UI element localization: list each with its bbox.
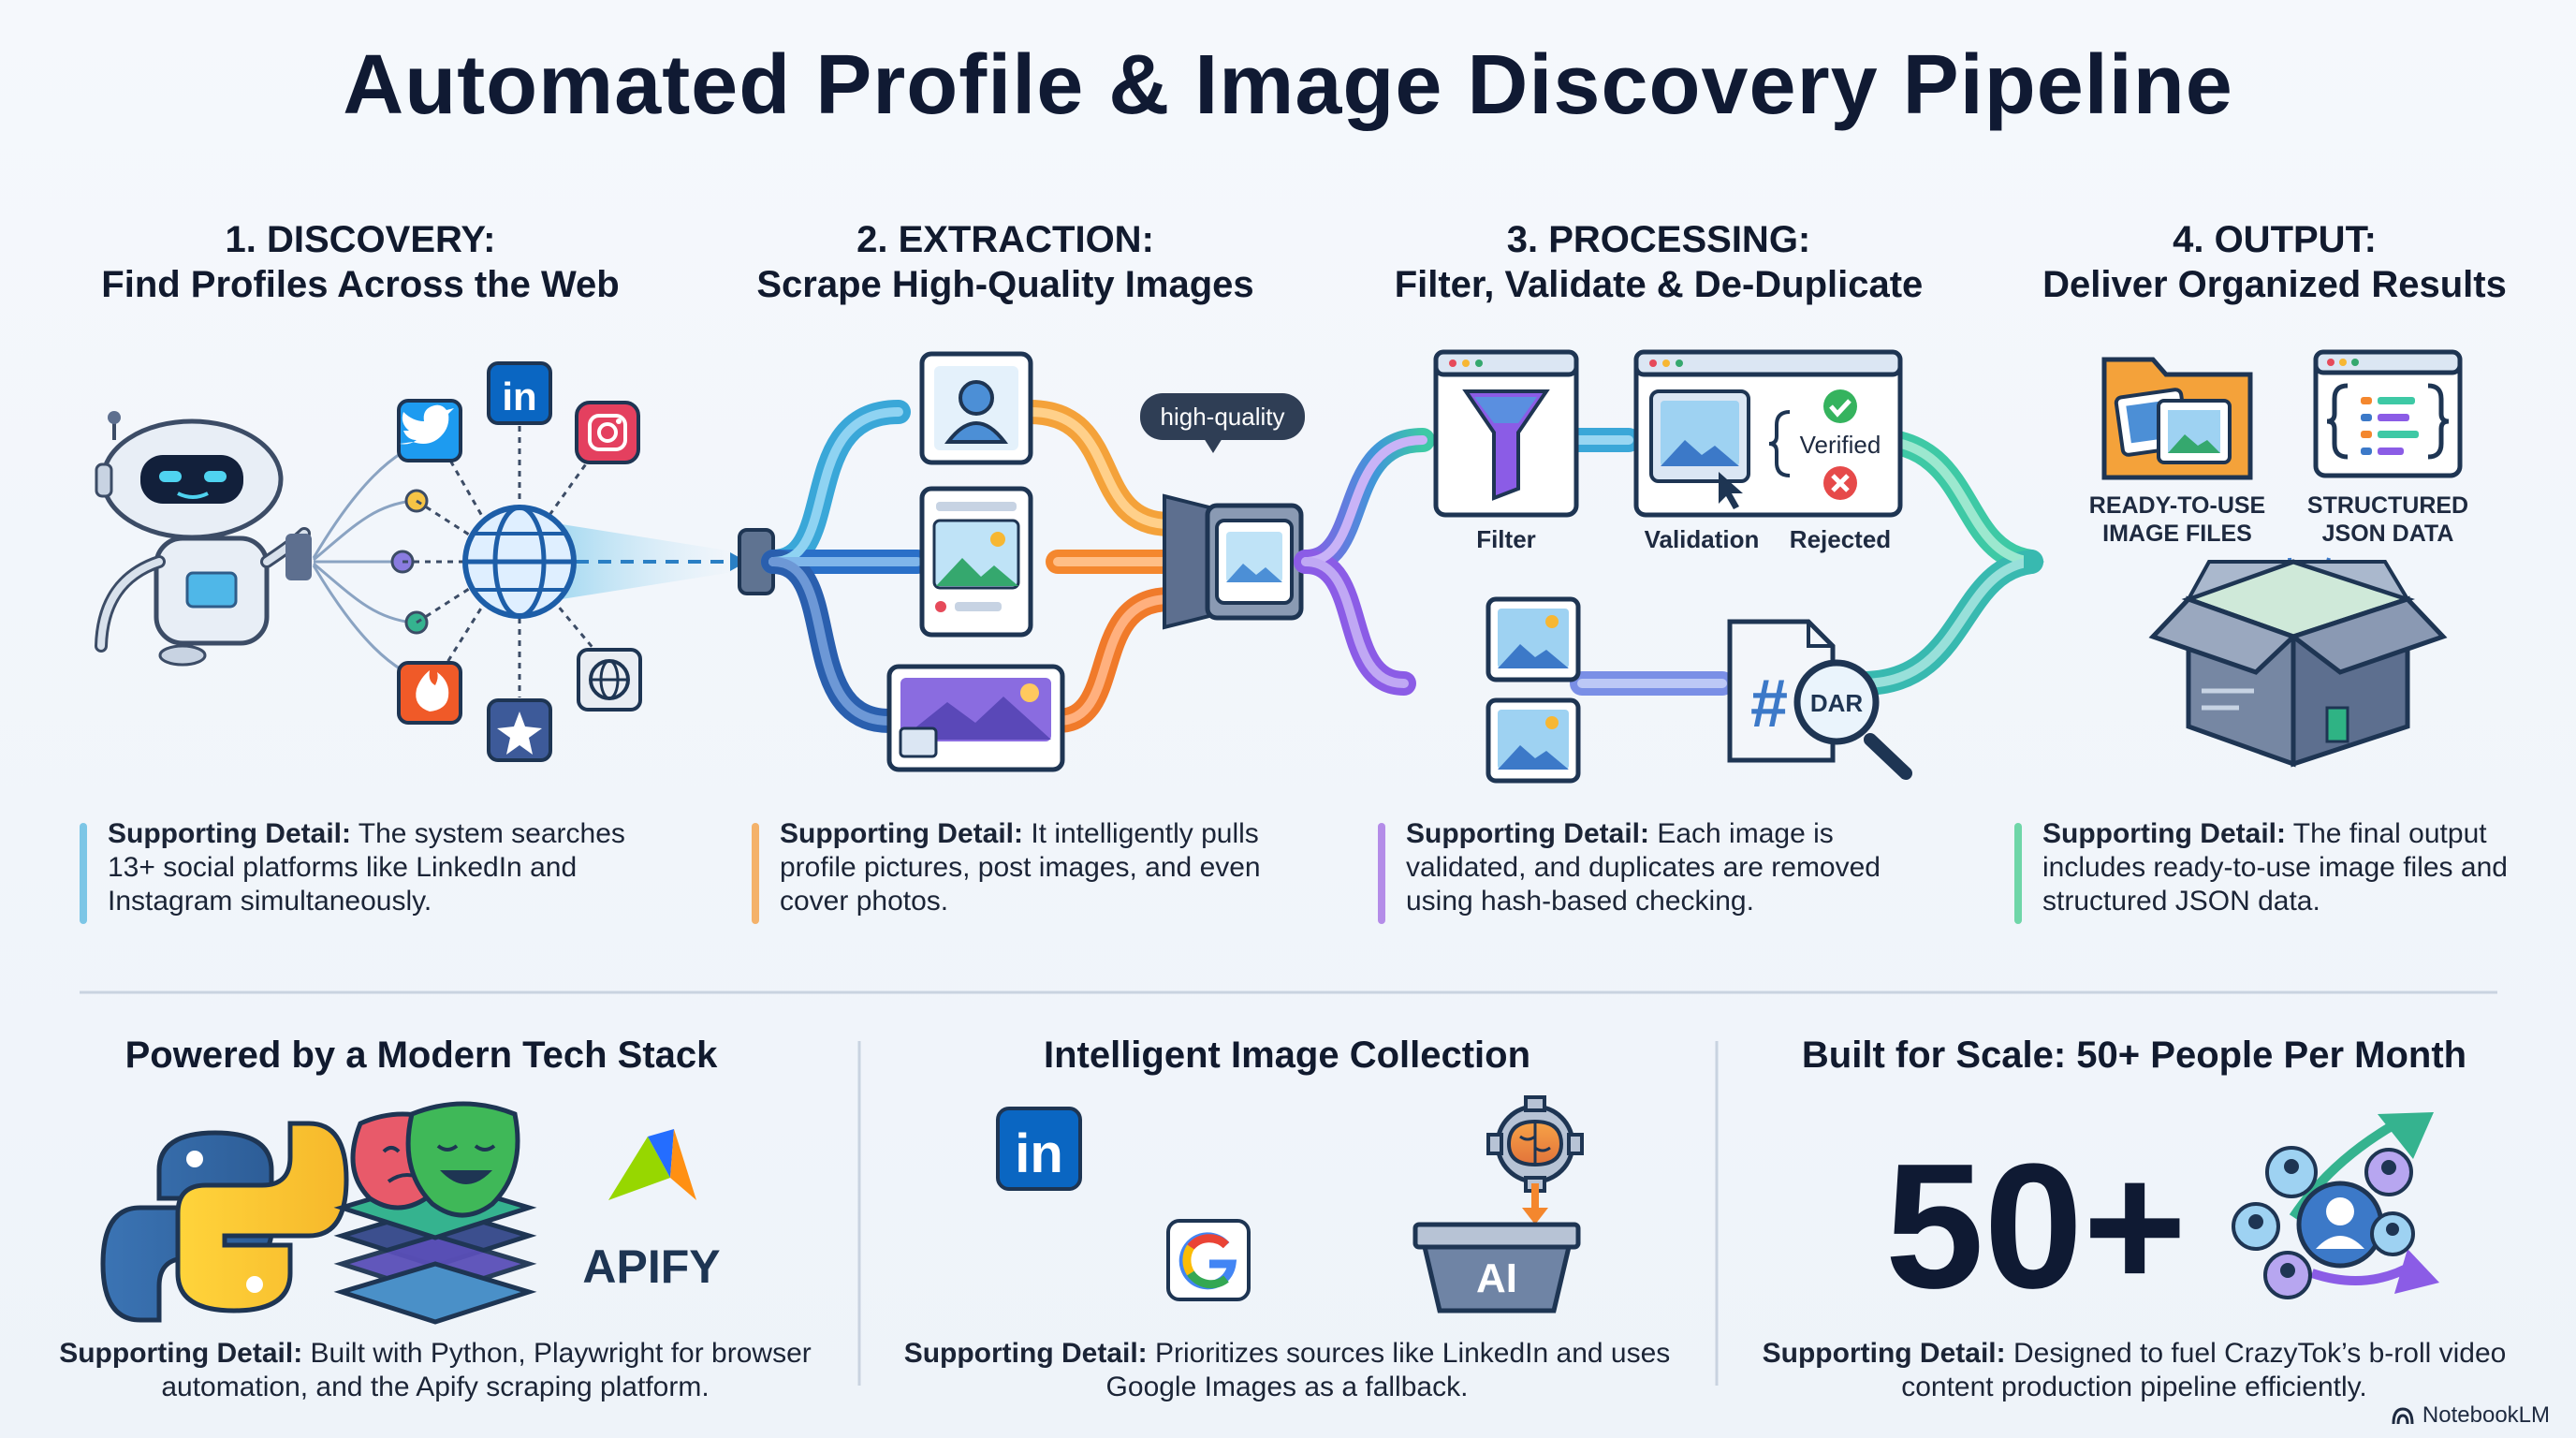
hash-document: #: [1727, 619, 1836, 763]
stage-1-heading: 1. DISCOVERY: Find Profiles Across the W…: [61, 217, 660, 307]
x-icon: [1823, 466, 1857, 500]
high-quality-tag: high-quality: [1140, 393, 1305, 453]
funnel-collector: [1163, 493, 1304, 630]
apify-label: APIFY: [582, 1240, 720, 1293]
magnifier-icon: DAR: [1793, 659, 1912, 780]
stage-3-accent-bar: [1378, 823, 1385, 924]
web-icon: [577, 648, 642, 712]
duplicate-image-1: [1486, 596, 1581, 682]
globe-icon: [462, 505, 577, 619]
stage-3-number-title: 3. PROCESSING:: [1506, 219, 1811, 260]
json-label-2: JSON DATA: [2322, 521, 2454, 547]
scale-detail-label: Supporting Detail:: [1762, 1338, 2006, 1369]
stage-4-subtitle: Deliver Organized Results: [2042, 264, 2507, 305]
hash-symbol: #: [1750, 667, 1788, 741]
robot-icon: [95, 411, 312, 667]
image-collection-detail-text: Prioritizes sources like LinkedIn and us…: [1105, 1338, 1671, 1402]
stage-3-heading: 3. PROCESSING: Filter, Validate & De-Dup…: [1359, 217, 1958, 307]
verified-label: Verified: [1800, 431, 1881, 459]
tech-stack-detail: Supporting Detail: Built with Python, Pl…: [14, 1337, 856, 1404]
people-icon: [2232, 1112, 2439, 1299]
stage-4-detail-label: Supporting Detail:: [2042, 818, 2286, 849]
stage-2-subtitle: Scrape High-Quality Images: [756, 264, 1254, 305]
stage-4-accent-bar: [2014, 823, 2022, 924]
tech-stack-title: Powered by a Modern Tech Stack: [124, 1034, 718, 1076]
brain-gear-icon: [1486, 1095, 1584, 1225]
stage-3-detail-text: Each image is validated, and duplicates …: [1406, 818, 1881, 917]
high-quality-label: high-quality: [1161, 403, 1285, 431]
funnel-icon: [1433, 349, 1579, 518]
stage-2-accent-bar: [752, 823, 759, 924]
stage-1-number-title: 1. DISCOVERY:: [225, 219, 496, 260]
stage-1-accent-bar: [80, 823, 87, 924]
notebooklm-logo-icon: [2392, 1407, 2414, 1425]
image-collection-title: Intelligent Image Collection: [1043, 1034, 1531, 1076]
stage-4-detail-text: The final output includes ready-to-use i…: [2042, 818, 2508, 917]
linkedin-logo-text: in: [1015, 1123, 1063, 1184]
check-icon: [1823, 389, 1857, 423]
box-icon: [2148, 559, 2448, 768]
post-image-card: [919, 486, 1033, 638]
stage-1-detail: Supporting Detail: The system searches 1…: [80, 817, 632, 924]
scale-detail: Supporting Detail: Designed to fuel Craz…: [1760, 1337, 2509, 1404]
stage-2-detail-text: It intelligently pulls profile pictures,…: [780, 818, 1261, 917]
image-collection-detail-label: Supporting Detail:: [903, 1338, 1148, 1369]
validation-label: Validation: [1645, 525, 1760, 553]
twitter-icon: [397, 399, 462, 462]
stage-2-number-title: 2. EXTRACTION:: [856, 219, 1154, 260]
playwright-icon: [333, 1101, 537, 1325]
tech-stack-detail-label: Supporting Detail:: [59, 1338, 303, 1369]
watermark: NotebookLM: [2391, 1402, 2550, 1429]
ready-files-label-2: IMAGE FILES: [2102, 521, 2252, 547]
flame-icon: [397, 661, 462, 725]
stage-3-detail: Supporting Detail: Each image is validat…: [1378, 817, 1930, 924]
apify-icon: APIFY: [582, 1129, 721, 1293]
linkedin-logo: in: [996, 1107, 1082, 1191]
ready-files-label-1: READY-TO-USE: [2089, 492, 2265, 519]
linkedin-icon-label: in: [502, 374, 536, 418]
stage-1-subtitle: Find Profiles Across the Web: [101, 264, 620, 305]
scale-title: Built for Scale: 50+ People Per Month: [1801, 1034, 2467, 1076]
big-number: 50+: [1885, 1127, 2187, 1326]
stage-4-heading: 4. OUTPUT: Deliver Organized Results: [1975, 217, 2574, 307]
filter-label: Filter: [1476, 525, 1536, 553]
page-title: Automated Profile & Image Discovery Pipe…: [343, 38, 2233, 132]
scale-detail-text: Designed to fuel CrazyTok’s b-roll video…: [1901, 1338, 2507, 1402]
star-icon: [487, 698, 552, 762]
ai-label: AI: [1476, 1255, 1517, 1301]
profile-picture-card: [919, 351, 1033, 465]
stage-4-number-title: 4. OUTPUT:: [2173, 219, 2377, 260]
stage-3-subtitle: Filter, Validate & De-Duplicate: [1394, 264, 1924, 305]
stage-4-detail: Supporting Detail: The final output incl…: [2014, 817, 2548, 924]
stage-2-detail-label: Supporting Detail:: [780, 818, 1023, 849]
stage-1-detail-text: The system searches 13+ social platforms…: [108, 818, 625, 917]
stage-3-detail-label: Supporting Detail:: [1406, 818, 1649, 849]
google-icon: [1166, 1219, 1251, 1301]
folder-icon: [2101, 357, 2253, 480]
tech-stack-detail-text: Built with Python, Playwright for browse…: [161, 1338, 812, 1402]
linkedin-icon: in: [487, 361, 552, 425]
stage-2-heading: 2. EXTRACTION: Scrape High-Quality Image…: [706, 217, 1305, 307]
cover-photo-card: [886, 664, 1065, 772]
instagram-icon: [575, 401, 640, 464]
ai-bucket: AI: [1412, 1222, 1581, 1313]
python-icon: [100, 1121, 349, 1323]
json-label-1: STRUCTURED: [2307, 492, 2468, 519]
json-icon: [2313, 349, 2463, 478]
hash-text: DAR: [1810, 689, 1864, 717]
rejected-label: Rejected: [1790, 525, 1891, 553]
image-collection-detail: Supporting Detail: Prioritizes sources l…: [866, 1337, 1708, 1404]
watermark-text: NotebookLM: [2422, 1402, 2550, 1428]
stage-1-detail-label: Supporting Detail:: [108, 818, 351, 849]
stage-2-detail: Supporting Detail: It intelligently pull…: [752, 817, 1304, 924]
duplicate-image-2: [1486, 697, 1581, 784]
